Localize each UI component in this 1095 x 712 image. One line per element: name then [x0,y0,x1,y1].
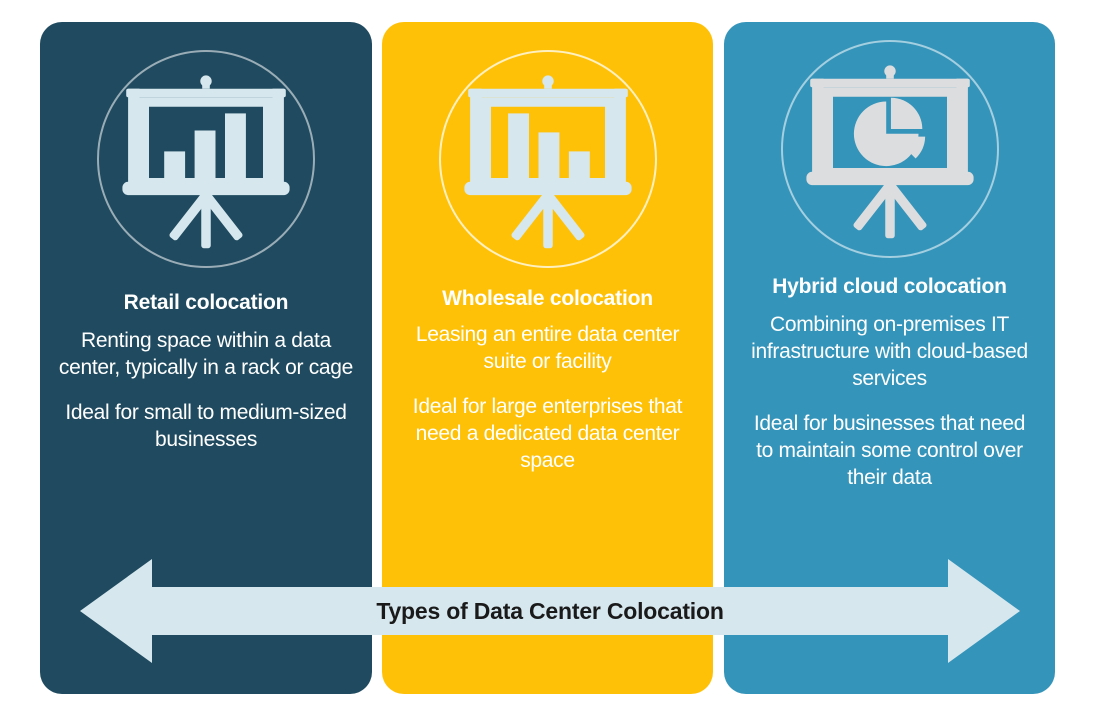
panel-hybrid-paragraph-1: Combining on-premises IT infrastructure … [751,313,1028,390]
circle-ring-icon [780,40,999,258]
panel-retail-paragraph-2: Ideal for small to medium-sized business… [65,401,347,451]
icon-container-wholesale [438,50,657,268]
panel-wholesale-text-block: Wholesale colocation Leasing an entire d… [382,286,713,475]
types-banner: Types of Data Center Colocation [80,557,1020,665]
panel-wholesale-paragraph-1: Leasing an entire data center suite or f… [415,323,680,374]
panel-retail-text-block: Retail colocation Renting space within a… [40,290,372,454]
panel-wholesale-heading: Wholesale colocation [442,287,653,310]
panel-retail-paragraph-1: Renting space within a data center, typi… [58,329,354,380]
panel-hybrid-cloud-colocation: Hybrid cloud colocation Combining on-pre… [724,22,1055,694]
panel-wholesale-paragraph-2: Ideal for large enterprises that need a … [412,395,683,472]
double-arrow-icon [80,559,1020,663]
presentation-board-pie-chart-icon [805,65,974,239]
panel-wholesale-colocation: Wholesale colocation Leasing an entire d… [382,22,713,694]
icon-container-hybrid [780,40,999,258]
presentation-board-bar-chart-descending-icon [463,75,632,249]
presentation-board-bar-chart-ascending-icon [122,75,290,249]
panel-hybrid-text-block: Hybrid cloud colocation Combining on-pre… [724,274,1055,492]
icon-container-retail [97,50,315,268]
panel-retail-heading: Retail colocation [123,291,289,314]
banner-title: Types of Data Center Colocation [376,597,724,624]
panel-retail-colocation: Retail colocation Renting space within a… [40,22,372,694]
circle-ring-icon [97,50,315,268]
circle-ring-icon [438,50,657,268]
panel-hybrid-paragraph-2: Ideal for businesses that need to mainta… [753,411,1026,489]
panel-hybrid-heading: Hybrid cloud colocation [772,275,1007,298]
